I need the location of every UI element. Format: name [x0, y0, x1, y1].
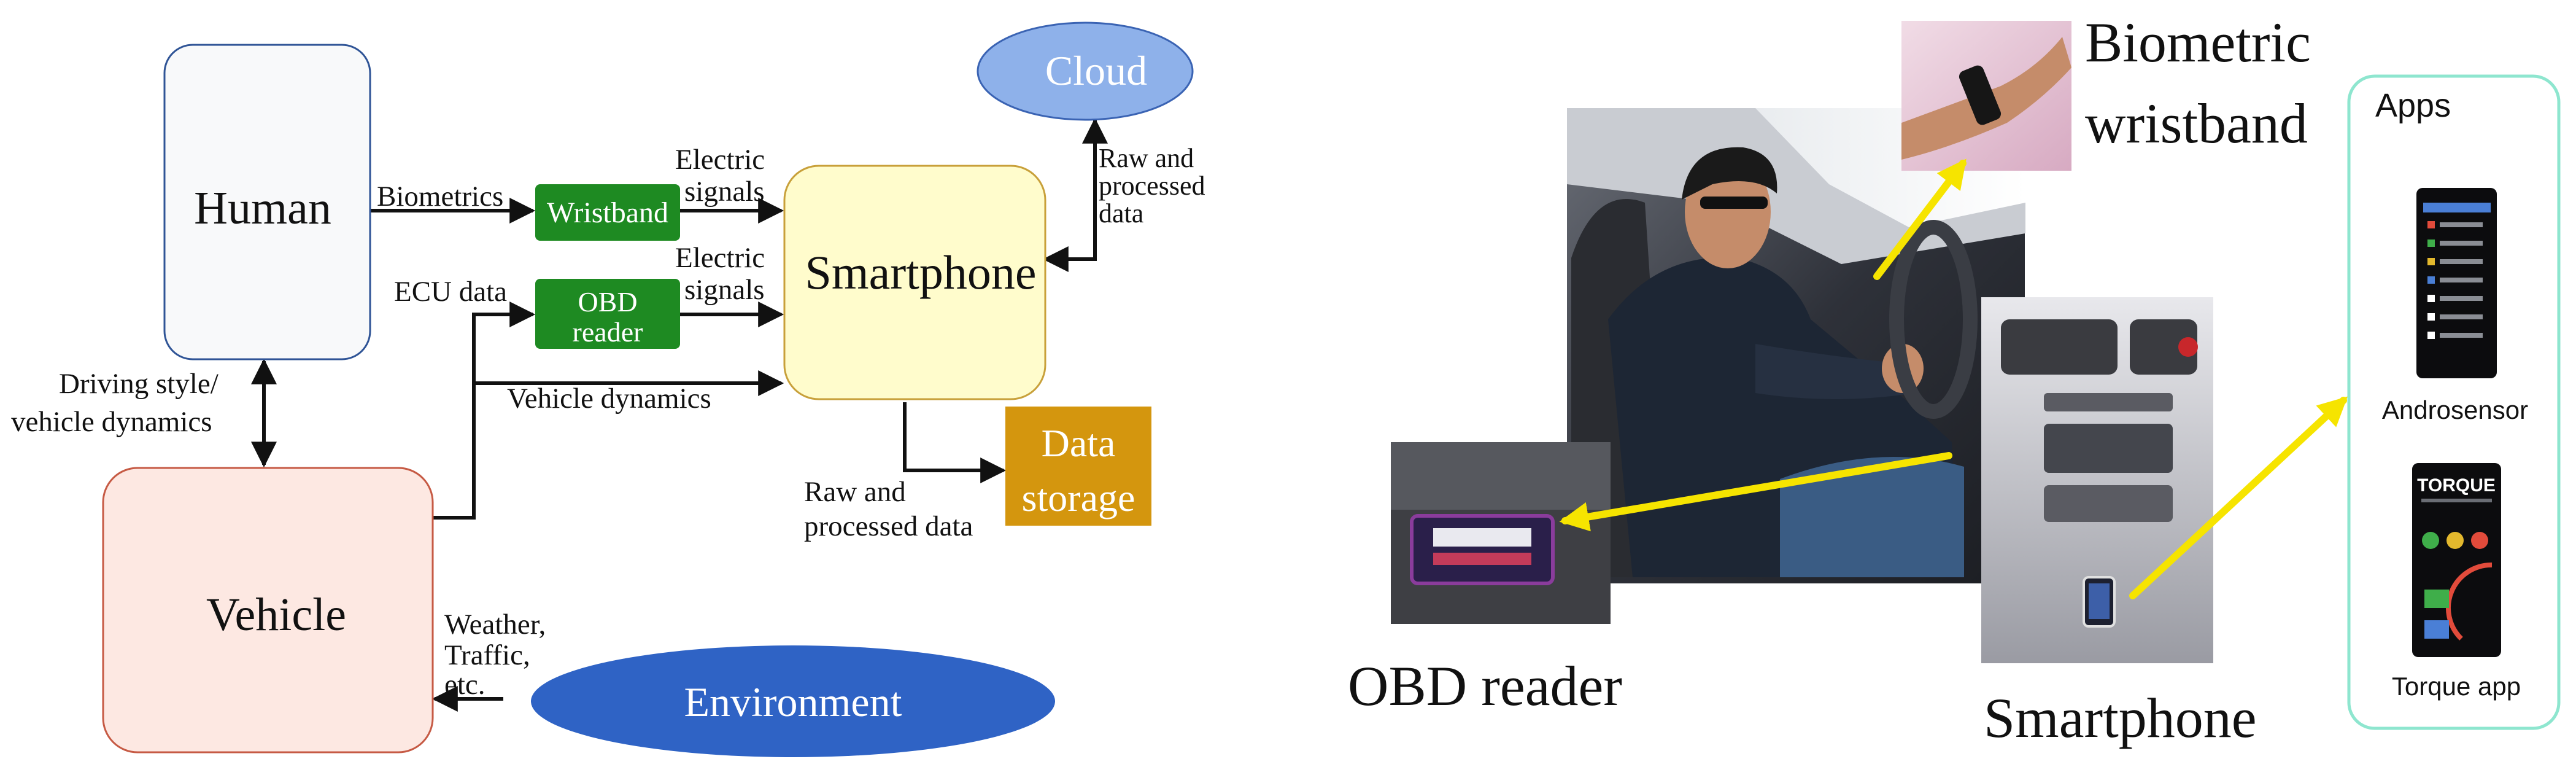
data-storage-line1: Data — [1042, 421, 1116, 465]
obd-reader-label: OBD reader — [1348, 655, 1622, 717]
obd-reader-node — [535, 279, 680, 349]
obd-reader-photo — [1391, 442, 1611, 624]
env-link-label-2: Traffic, — [444, 639, 530, 671]
apps-title: Apps — [2375, 87, 2451, 124]
storage-link-arrow — [903, 402, 1007, 483]
env-link-label-1: Weather, — [444, 609, 546, 641]
cloud-link-label-1: Raw and — [1099, 143, 1194, 173]
callout-arrows — [1559, 158, 2348, 599]
electric-signals-2a: Electric — [675, 242, 765, 274]
arrow-to-apps — [2129, 396, 2348, 599]
human-node — [163, 44, 371, 360]
driving-style-label-1: Driving style/ — [59, 368, 219, 400]
photo-labels: Biometric wristband OBD reader Smartphon… — [1348, 11, 2311, 749]
smartphone-label: Smartphone — [805, 246, 1037, 299]
wristband-label: Wristband — [547, 197, 668, 229]
vehicle-out-line — [433, 302, 536, 520]
cloud-node — [977, 21, 1194, 121]
vehicle-node — [102, 467, 434, 754]
electric-signals-2b: signals — [684, 274, 765, 306]
storage-link-label-2: processed data — [804, 510, 973, 542]
storage-link-label-1: Raw and — [804, 476, 906, 508]
wristband-photo — [1901, 21, 2071, 171]
cloud-label: Cloud — [1045, 47, 1147, 94]
obd-label-line2: reader — [573, 316, 643, 348]
electric-signals-1b: signals — [684, 176, 765, 208]
environment-label: Environment — [684, 679, 902, 725]
cloud-link-label-2: processed — [1099, 171, 1205, 201]
dashboard-photo — [1981, 297, 2213, 663]
smartphone-photo-label: Smartphone — [1984, 687, 2257, 749]
data-storage-line2: storage — [1022, 476, 1135, 520]
biometric-label-1: Biometric — [2085, 11, 2311, 74]
data-storage-node — [1005, 407, 1151, 526]
flow-diagram: Human Vehicle Wristband OBD reader Smart… — [11, 21, 1205, 757]
torque-logo-text: TORQUE — [2417, 475, 2496, 496]
arrow-to-wristband — [1873, 158, 1967, 280]
wristband-node — [535, 184, 680, 241]
ecu-data-label: ECU data — [394, 276, 507, 308]
environment-node — [531, 645, 1055, 757]
connectors — [251, 117, 1108, 712]
electric-signals-1a: Electric — [675, 144, 765, 176]
env-link-label-3: etc. — [444, 669, 485, 701]
photo-composite: Biometric wristband OBD reader Smartphon… — [1348, 11, 2561, 749]
cloud-link-label-3: data — [1099, 198, 1143, 228]
androsensor-screenshot — [2416, 188, 2497, 378]
driving-style-label-2: vehicle dynamics — [11, 406, 212, 438]
obd-label-line1: OBD — [578, 286, 637, 317]
torque-app-label: Torque app — [2392, 672, 2521, 701]
biometrics-label: Biometrics — [377, 181, 503, 212]
torque-screenshot: TORQUE — [2412, 463, 2501, 657]
biometric-label-2: wristband — [2085, 92, 2308, 155]
vehicle-dynamics-label: Vehicle dynamics — [507, 383, 711, 415]
edge-labels: Biometrics Electric signals Electric sig… — [11, 143, 1205, 701]
arrow-to-obd-reader — [1559, 452, 1952, 532]
human-label: Human — [194, 182, 331, 234]
apps-panel: Apps Androsensor — [2347, 74, 2561, 730]
vehicle-label: Vehicle — [206, 589, 346, 641]
cloud-link-arrow — [1042, 117, 1108, 272]
androsensor-label: Androsensor — [2382, 395, 2528, 424]
smartphone-node — [783, 165, 1046, 400]
